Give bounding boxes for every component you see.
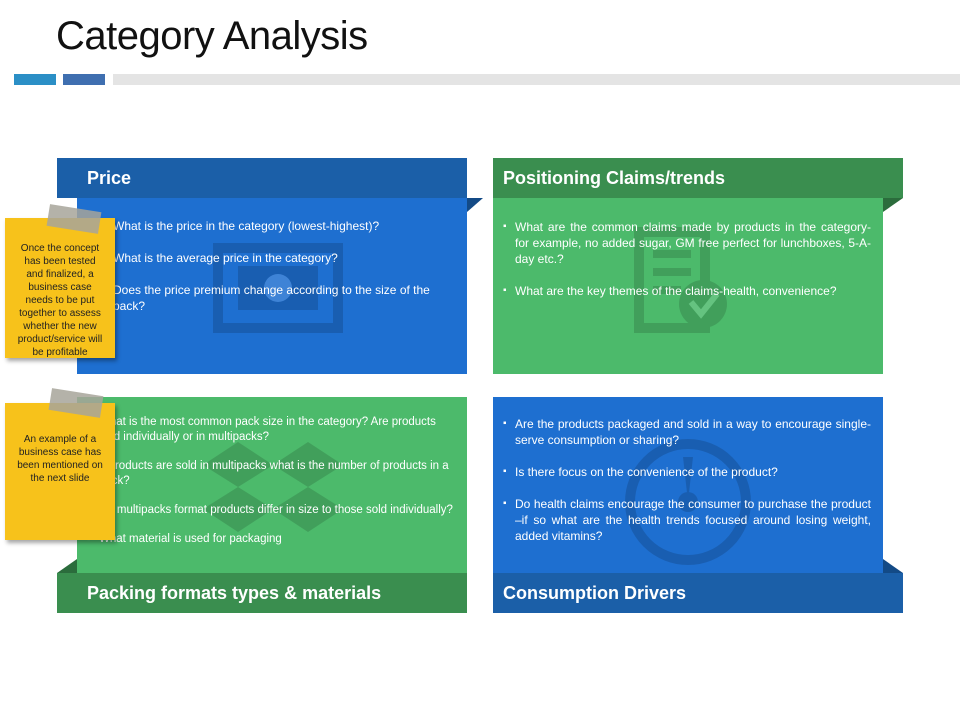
list-item: What are the key themes of the claims-he… bbox=[503, 283, 871, 299]
positioning-header-fold bbox=[883, 198, 903, 212]
list-item: Does the price premium change according … bbox=[101, 282, 455, 314]
consumption-header-label: Consumption Drivers bbox=[503, 582, 687, 603]
accent-bar-1 bbox=[14, 74, 56, 85]
price-panel-body: What is the price in the category (lowes… bbox=[77, 198, 467, 374]
list-item: What is the price in the category (lowes… bbox=[101, 218, 455, 234]
consumption-header: Consumption Drivers bbox=[493, 573, 903, 613]
list-item: What are the common claims made by produ… bbox=[503, 219, 871, 267]
positioning-header: Positioning Claims/trends bbox=[493, 158, 903, 198]
price-header-fold bbox=[467, 198, 483, 212]
price-header: Price bbox=[57, 158, 467, 198]
list-item: What is the most common pack size in the… bbox=[87, 415, 457, 445]
list-item: Is there focus on the convenience of the… bbox=[503, 464, 871, 480]
list-item: What material is used for packaging bbox=[87, 532, 457, 547]
list-item: Do health claims encourage the consumer … bbox=[503, 496, 871, 544]
positioning-header-label: Positioning Claims/trends bbox=[503, 167, 726, 188]
packing-header: Packing formats types & materials bbox=[57, 573, 467, 613]
sticky-note-concept: Once the concept has been tested and fin… bbox=[5, 218, 115, 358]
sticky-note-example: An example of a business case has been m… bbox=[5, 403, 115, 540]
sticky-note-text: An example of a business case has been m… bbox=[17, 434, 103, 484]
sticky-note-text: Once the concept has been tested and fin… bbox=[17, 243, 103, 358]
list-item: If products are sold in multipacks what … bbox=[87, 459, 457, 489]
accent-bar-2 bbox=[63, 74, 105, 85]
list-item: Are the products packaged and sold in a … bbox=[503, 416, 871, 448]
positioning-panel-body: What are the common claims made by produ… bbox=[493, 198, 883, 374]
consumption-header-fold bbox=[883, 559, 903, 573]
list-item: Do multipacks format products differ in … bbox=[87, 503, 457, 518]
page-title: Category Analysis bbox=[56, 14, 368, 58]
consumption-panel-body: Are the products packaged and sold in a … bbox=[493, 397, 883, 573]
list-item: What is the average price in the categor… bbox=[101, 250, 455, 266]
packing-panel-body: What is the most common pack size in the… bbox=[77, 397, 467, 573]
price-header-label: Price bbox=[87, 167, 132, 188]
packing-header-label: Packing formats types & materials bbox=[87, 582, 382, 603]
packing-header-fold bbox=[57, 559, 77, 573]
accent-bar-3 bbox=[113, 74, 960, 85]
